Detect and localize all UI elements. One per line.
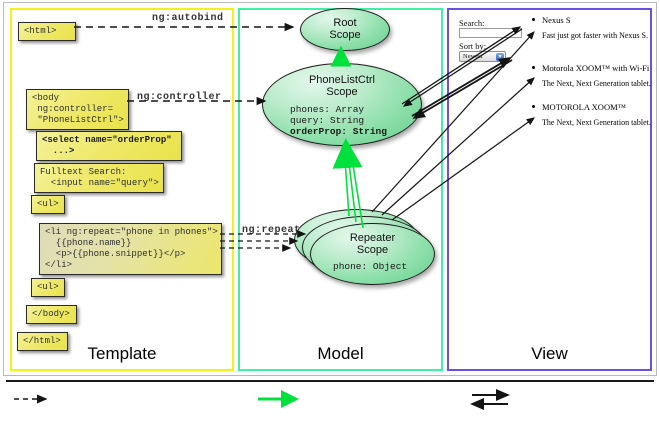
scope-phonelistctrl-title-line1: PhoneListCtrl	[308, 74, 376, 86]
template-box-body: <body ng:controller= "PhoneListCtrl">	[26, 89, 129, 130]
template-box-fulltext-search: Fulltext Search: <input name="query">	[34, 163, 164, 193]
scope-root: Root Scope	[300, 8, 390, 51]
scope-repeater: Repeater Scope phone: Object	[310, 223, 435, 285]
scope-phonelistctrl: PhoneListCtrl Scope phones: Array query:…	[262, 63, 422, 146]
panel-title-view: View	[531, 344, 568, 363]
legend: Implicit Scope Declaration Scope Inherit…	[0, 378, 660, 421]
view-sort-label: Sort by:	[459, 41, 487, 51]
scope-root-title-line1: Root	[333, 17, 357, 29]
phone-snippet: The Next, Next Generation tablet.	[542, 79, 651, 88]
scope-repeater-title-line2: Scope	[356, 244, 389, 256]
search-input[interactable]	[459, 28, 522, 38]
template-box-body-close: </body>	[26, 305, 77, 324]
scope-prop-phone: phone: Object	[333, 261, 408, 272]
sort-by-select[interactable]: Newest ▾	[459, 51, 506, 62]
scope-prop-orderprop: orderProp: String	[290, 126, 387, 137]
template-box-ul-open: <ul>	[31, 195, 65, 214]
edge-label-ng-controller: ng:controller	[137, 92, 222, 103]
panel-title-template: Template	[87, 344, 157, 363]
scope-root-title-line2: Scope	[329, 29, 361, 41]
legend-divider	[6, 380, 654, 382]
scope-phonelistctrl-title-line2: Scope	[326, 86, 358, 98]
chevron-down-icon[interactable]: ▾	[496, 53, 504, 61]
phone-name: Motorola XOOM™ with Wi-Fi	[542, 63, 650, 73]
phone-name: MOTOROLA XOOM™	[542, 102, 626, 112]
template-box-html-open: <html>	[18, 22, 76, 41]
phone-snippet: The Next, Next Generation tablet.	[542, 118, 651, 127]
template-box-select: <select name="orderProp" ...>	[36, 131, 182, 161]
template-box-li-repeat: <li ng:repeat="phone in phones"> {{phone…	[39, 223, 222, 275]
diagram-frame: Template <html> <body ng:controller= "Ph…	[3, 2, 657, 376]
view-phone-item-1: Motorola XOOM™ with Wi-Fi The Next, Next…	[532, 63, 651, 88]
phone-snippet: Fast just got faster with Nexus S.	[542, 31, 648, 40]
template-box-html-close: </html>	[17, 332, 68, 351]
scope-prop-query: query: String	[290, 115, 365, 126]
template-box-ul-close: <ul>	[31, 278, 65, 297]
edge-label-ng-autobind: ng:autobind	[152, 13, 224, 24]
view-search-label: Search:	[459, 18, 485, 28]
list-bullet-icon	[532, 66, 535, 69]
edge-label-ng-repeat: ng:repeat	[242, 225, 301, 236]
scope-repeater-title-line1: Repeater	[349, 232, 396, 244]
view-phone-item-2: MOTOROLA XOOM™ The Next, Next Generation…	[532, 102, 651, 127]
list-bullet-icon	[532, 18, 535, 21]
sort-by-selected-value: Newest	[463, 53, 483, 60]
scope-prop-phones: phones: Array	[290, 104, 365, 115]
phone-name: Nexus S	[542, 15, 571, 25]
panel-title-model: Model	[317, 344, 364, 363]
list-bullet-icon	[532, 105, 535, 108]
view-phone-item-0: Nexus S Fast just got faster with Nexus …	[532, 15, 648, 40]
